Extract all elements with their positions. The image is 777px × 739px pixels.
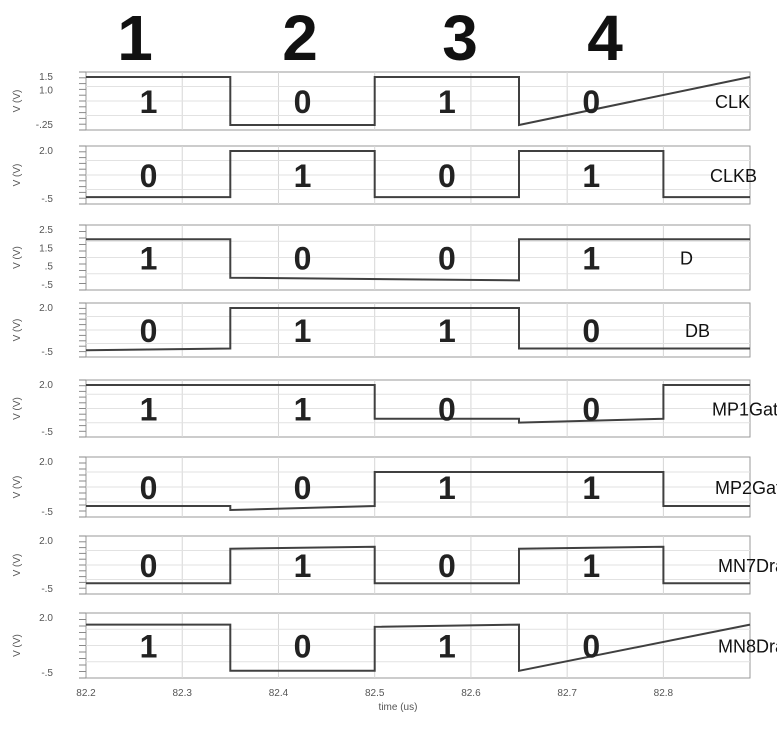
logic-label-d-2: 0: [294, 241, 312, 277]
y-tick-label-clk-2: -.25: [36, 120, 54, 131]
y-tick-label-db-0: 2.0: [39, 303, 53, 314]
y-axis-label-clk: V (V): [12, 90, 23, 113]
y-axis-label-clkb: V (V): [12, 164, 23, 187]
logic-label-mn8drain-2: 0: [294, 629, 312, 665]
logic-label-mn7drain-1: 0: [140, 548, 158, 584]
waveform-mp1gate: [86, 384, 750, 424]
logic-label-clk-3: 1: [438, 84, 456, 120]
waveform-mn7drain: [86, 545, 750, 585]
logic-label-d-4: 1: [582, 241, 600, 277]
logic-label-mp2gate-2: 0: [294, 470, 312, 506]
logic-label-mn8drain-1: 1: [140, 629, 158, 665]
logic-label-mn7drain-3: 0: [438, 548, 456, 584]
phase-label-1: 1: [117, 2, 153, 74]
signal-name-db: DB: [685, 321, 710, 341]
logic-label-clk-1: 1: [140, 84, 158, 120]
logic-label-mp2gate-3: 1: [438, 470, 456, 506]
logic-label-mn7drain-4: 1: [582, 548, 600, 584]
y-axis-label-d: V (V): [12, 246, 23, 269]
x-tick-label-3: 82.5: [365, 688, 385, 699]
waveform-db: [85, 307, 750, 352]
y-axis-label-mp2gate: V (V): [12, 476, 23, 499]
logic-label-mp2gate-1: 0: [140, 470, 158, 506]
x-axis-label: time (us): [379, 702, 418, 713]
phase-label-2: 2: [282, 2, 318, 74]
y-tick-label-mp1gate-0: 2.0: [39, 380, 53, 391]
waveform-d: [86, 238, 750, 282]
y-tick-label-mp2gate-0: 2.0: [39, 457, 53, 468]
waveform-clk: [86, 76, 751, 127]
x-tick-label-2: 82.4: [269, 688, 289, 699]
logic-label-clkb-3: 0: [438, 158, 456, 194]
y-tick-label-db-1: -.5: [41, 347, 53, 358]
logic-label-mp1gate-2: 1: [294, 392, 312, 428]
y-tick-label-d-2: .5: [45, 262, 54, 273]
logic-label-clkb-2: 1: [294, 158, 312, 194]
y-axis-label-mp1gate: V (V): [12, 397, 23, 420]
logic-label-clkb-4: 1: [582, 158, 600, 194]
logic-label-mp2gate-4: 1: [582, 470, 600, 506]
waveform-mn8drain: [86, 623, 751, 673]
signal-name-mn7drain: MN7Drain: [718, 556, 777, 576]
logic-label-db-2: 1: [294, 313, 312, 349]
logic-label-clk-2: 0: [294, 84, 312, 120]
y-tick-label-d-3: -.5: [41, 280, 53, 291]
y-tick-label-mn8drain-1: -.5: [41, 668, 53, 679]
y-tick-label-mn8drain-0: 2.0: [39, 613, 53, 624]
logic-label-mn7drain-2: 1: [294, 548, 312, 584]
y-tick-label-mn7drain-0: 2.0: [39, 536, 53, 547]
x-tick-label-1: 82.3: [172, 688, 192, 699]
phase-label-4: 4: [587, 2, 623, 74]
y-axis-label-mn8drain: V (V): [12, 634, 23, 657]
signal-name-d: D: [680, 249, 693, 269]
phase-label-3: 3: [442, 2, 478, 74]
x-tick-label-5: 82.7: [557, 688, 577, 699]
signal-name-mp2gate: MP2Gate: [715, 478, 777, 498]
x-tick-label-4: 82.6: [461, 688, 481, 699]
y-axis-label-db: V (V): [12, 319, 23, 342]
y-tick-label-d-1: 1.5: [39, 243, 53, 254]
y-tick-label-clkb-1: -.5: [41, 194, 53, 205]
y-tick-label-mp1gate-1: -.5: [41, 427, 53, 438]
logic-label-d-3: 0: [438, 241, 456, 277]
y-tick-label-clkb-0: 2.0: [39, 146, 53, 157]
signal-name-mp1gate: MP1Gate: [712, 400, 777, 420]
y-tick-label-clk-0: 1.5: [39, 72, 53, 83]
waveform-mp2gate: [86, 471, 750, 512]
y-axis-label-mn7drain: V (V): [12, 554, 23, 577]
logic-label-clk-4: 0: [582, 84, 600, 120]
waveform-clkb: [86, 150, 750, 199]
logic-label-mn8drain-3: 1: [438, 629, 456, 665]
logic-label-mp1gate-1: 1: [140, 392, 158, 428]
logic-label-mp1gate-4: 0: [582, 392, 600, 428]
y-tick-label-d-0: 2.5: [39, 225, 53, 236]
logic-label-db-3: 1: [438, 313, 456, 349]
logic-label-mn8drain-4: 0: [582, 629, 600, 665]
signal-name-mn8drain: MN8Drain: [718, 637, 777, 657]
signal-name-clkb: CLKB: [710, 166, 757, 186]
y-tick-label-mn7drain-1: -.5: [41, 584, 53, 595]
signal-name-clk: CLK: [715, 92, 750, 112]
y-tick-label-clk-1: 1.0: [39, 86, 53, 97]
x-tick-label-0: 82.2: [76, 688, 96, 699]
logic-label-db-4: 0: [582, 313, 600, 349]
logic-label-mp1gate-3: 0: [438, 392, 456, 428]
logic-label-d-1: 1: [140, 241, 158, 277]
y-tick-label-mp2gate-1: -.5: [41, 507, 53, 518]
x-tick-label-6: 82.8: [654, 688, 674, 699]
logic-label-clkb-1: 0: [140, 158, 158, 194]
logic-label-db-1: 0: [140, 313, 158, 349]
